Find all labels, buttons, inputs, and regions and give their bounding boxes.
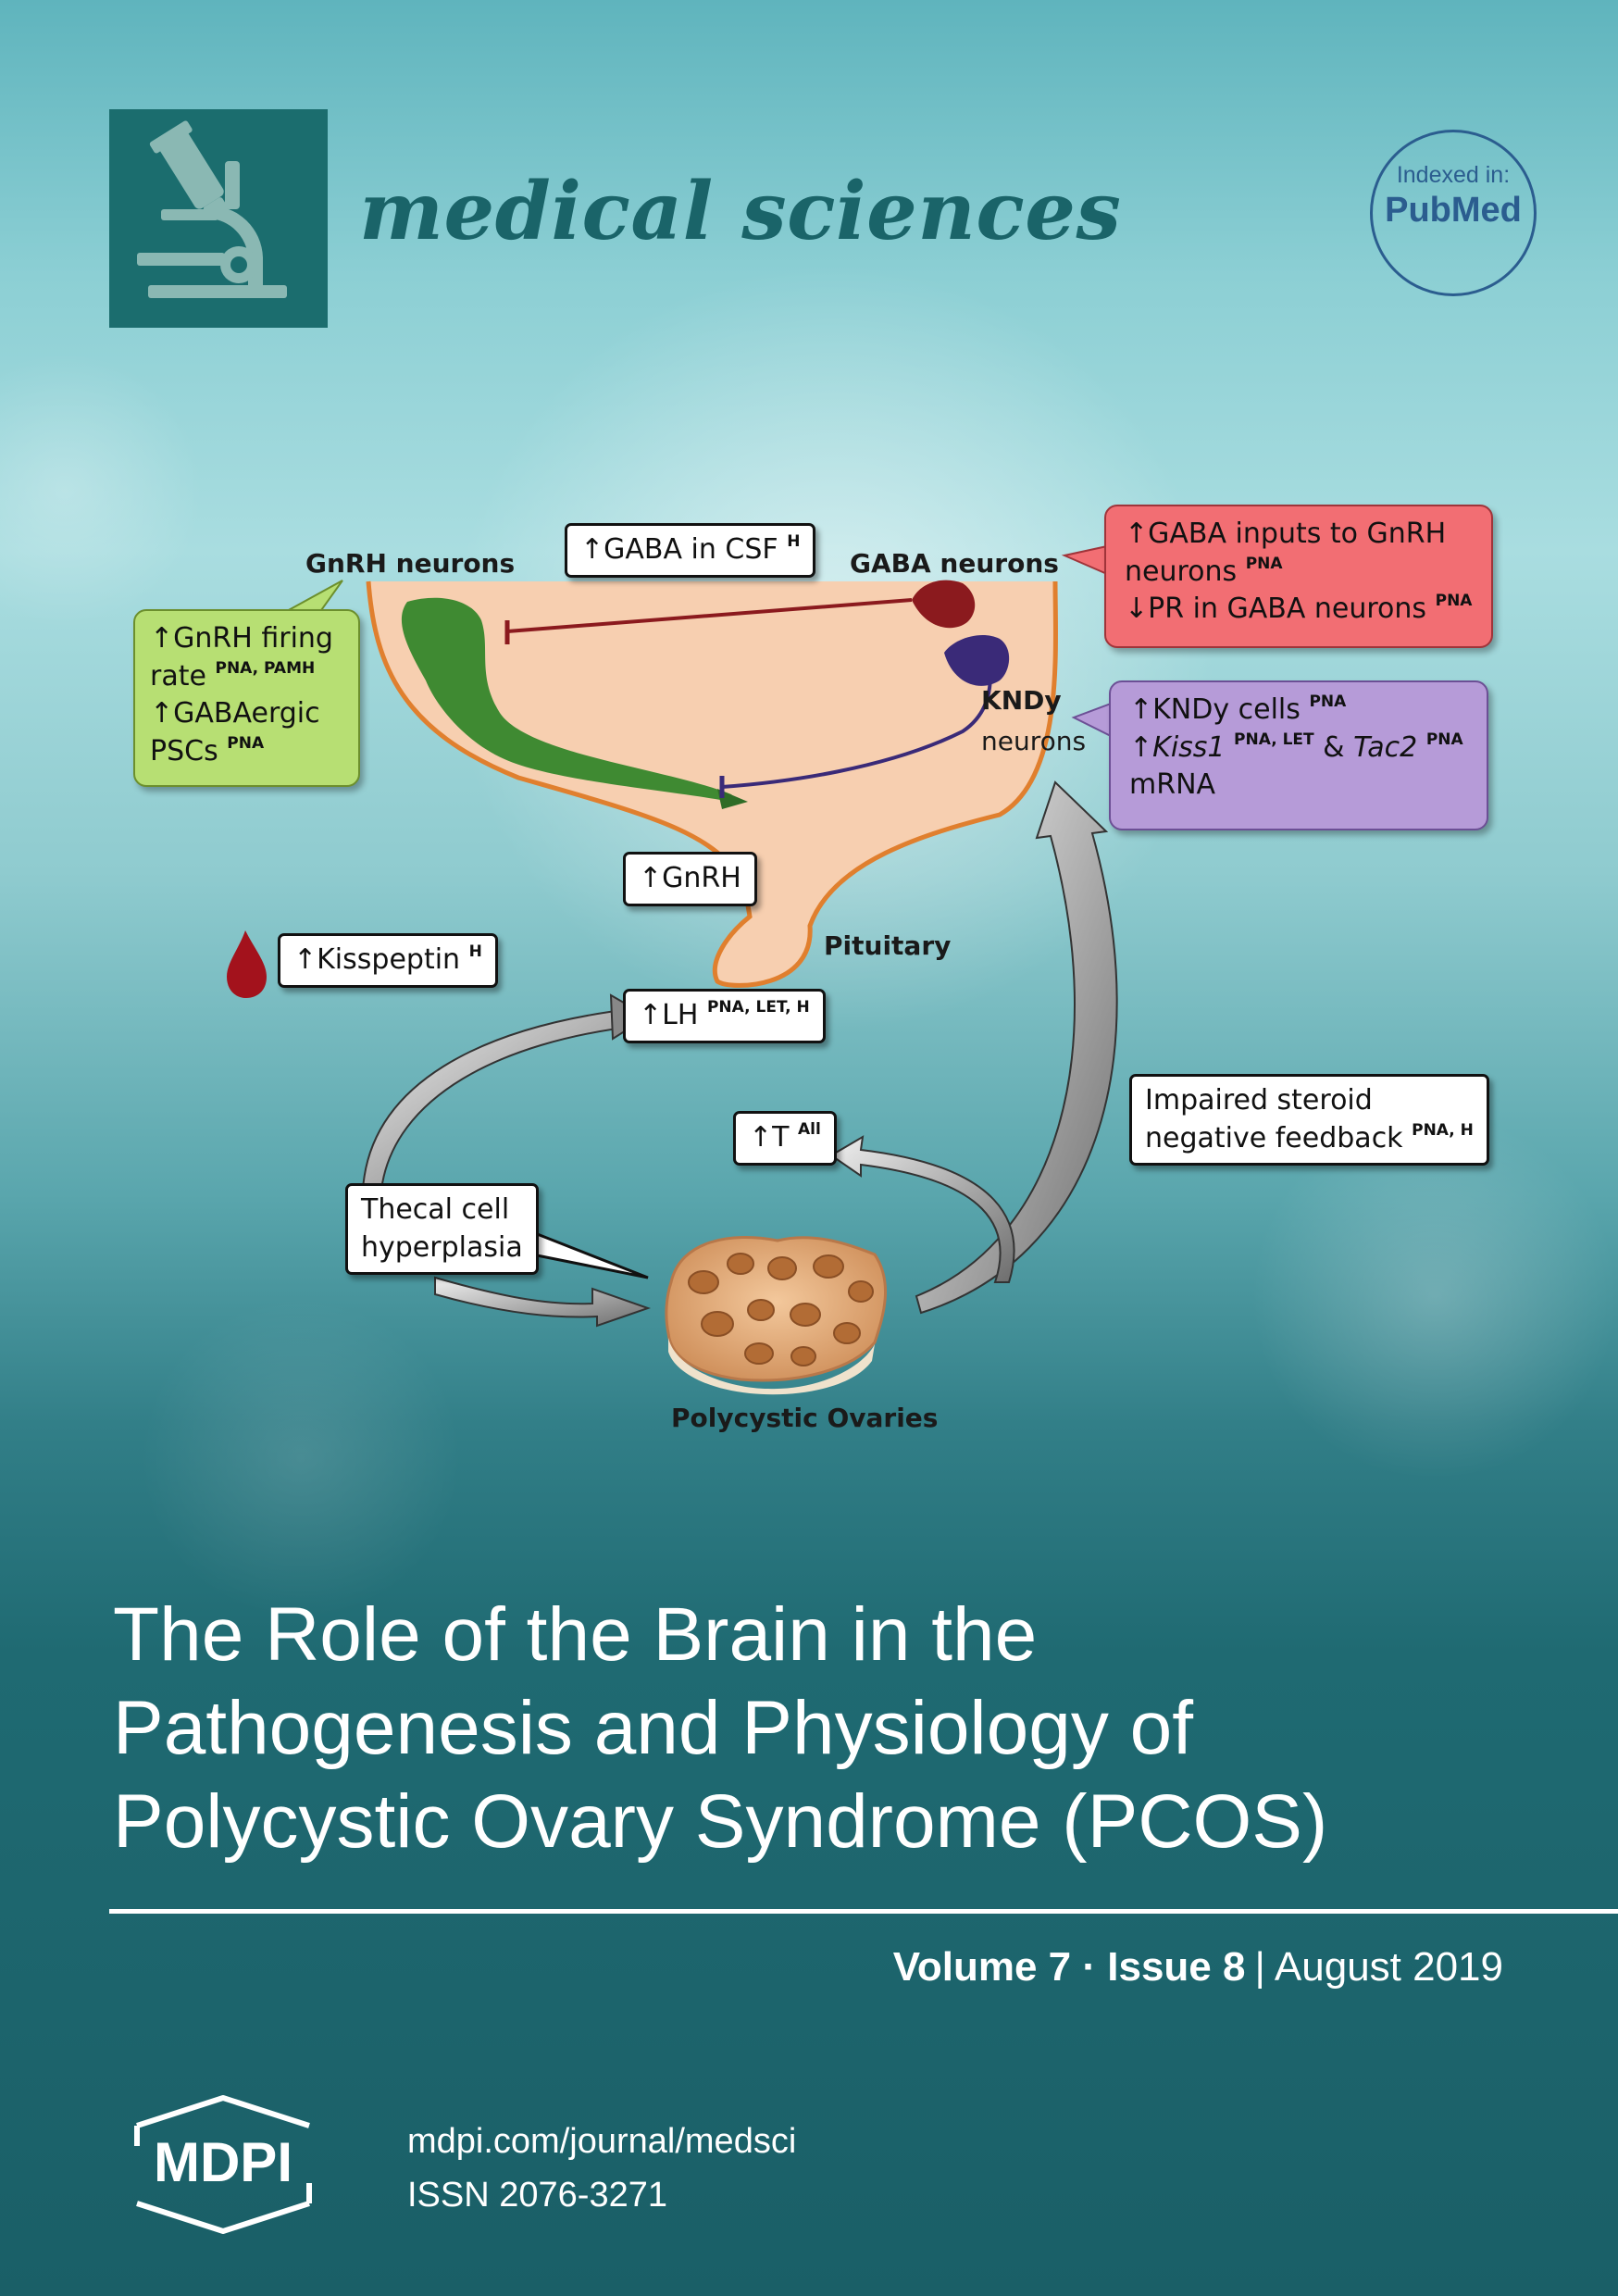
gnrh-box: ↑GnRH bbox=[623, 852, 757, 906]
lh-arrow bbox=[361, 1007, 641, 1191]
lh-box: ↑LH PNA, LET, H bbox=[623, 989, 826, 1043]
kndy-axon bbox=[721, 670, 992, 789]
article-title: The Role of the Brain in the Pathogenesi… bbox=[113, 1588, 1557, 1868]
dot-separator: · bbox=[1082, 1944, 1097, 1990]
kndy-cells-callout: ↑KNDy cells PNA ↑Kiss1 PNA, LET & Tac2 P… bbox=[1109, 680, 1488, 830]
pituitary-label: Pituitary bbox=[824, 930, 952, 961]
kndy-label: KNDy bbox=[981, 685, 1062, 716]
journal-url: mdpi.com/journal/medsci bbox=[407, 2122, 797, 2161]
gaba-axon bbox=[506, 598, 913, 633]
gnrh-neurons-label: GnRH neurons bbox=[305, 548, 516, 579]
pubmed-badge: Indexed in: PubMed bbox=[1370, 130, 1537, 296]
title-line: Pathogenesis and Physiology of bbox=[113, 1686, 1194, 1770]
steroid-feedback-box: Impaired steroid negative feedback PNA, … bbox=[1129, 1074, 1489, 1166]
gnrh-neuron bbox=[401, 597, 741, 804]
feedback-arrow bbox=[915, 780, 1118, 1315]
title-line: Polycystic Ovary Syndrome (PCOS) bbox=[113, 1779, 1328, 1864]
journal-logo bbox=[109, 109, 328, 328]
kisspeptin-box: ↑Kisspeptin H bbox=[278, 933, 498, 988]
indexed-label: Indexed in: bbox=[1396, 162, 1511, 188]
gaba-neurons-label: GABA neurons bbox=[850, 548, 1059, 579]
gaba-csf-box: ↑GABA in CSF H bbox=[565, 523, 816, 578]
pubmed-label: PubMed bbox=[1385, 191, 1522, 230]
gaba-neuron bbox=[912, 580, 976, 629]
mdpi-logo: MDPI bbox=[109, 2090, 337, 2239]
gaba-inputs-callout: ↑GABA inputs to GnRH neurons PNA ↓PR in … bbox=[1104, 505, 1493, 648]
polycystic-ovary-illustration bbox=[665, 1235, 887, 1395]
testosterone-box: ↑T All bbox=[733, 1111, 837, 1166]
pipe-separator: | bbox=[1254, 1944, 1265, 1990]
volume-label: Volume 7 bbox=[892, 1944, 1072, 1990]
issn: ISSN 2076-3271 bbox=[407, 2176, 667, 2215]
testosterone-arrow bbox=[829, 1135, 1015, 1283]
thecal-hyperplasia-box: Thecal cell hyperplasia bbox=[345, 1183, 539, 1275]
hypothalamus-region bbox=[366, 580, 1058, 988]
journal-footer: mdpi.com/journal/medsci ISSN 2076-3271 bbox=[407, 2115, 796, 2222]
divider bbox=[109, 1909, 1618, 1914]
kndy-neurons-label: neurons bbox=[981, 726, 1087, 756]
thecal-arrow bbox=[434, 1276, 652, 1328]
issue-date: August 2019 bbox=[1274, 1944, 1503, 1990]
polycystic-ovaries-label: Polycystic Ovaries bbox=[671, 1403, 939, 1433]
mdpi-wordmark: MDPI bbox=[154, 2131, 292, 2193]
issue-label: Issue 8 bbox=[1107, 1944, 1246, 1990]
gnrh-firing-callout: ↑GnRH firing rate PNA, PAMH ↑GABAergic P… bbox=[133, 609, 360, 787]
blood-drop-icon bbox=[227, 930, 267, 998]
issue-info: Volume 7 · Issue 8|August 2019 bbox=[893, 1944, 1503, 1990]
journal-title: medical sciences bbox=[359, 165, 1122, 258]
title-line: The Role of the Brain in the bbox=[113, 1592, 1038, 1677]
kndy-neuron bbox=[944, 634, 1010, 686]
microscope-icon bbox=[137, 120, 287, 298]
